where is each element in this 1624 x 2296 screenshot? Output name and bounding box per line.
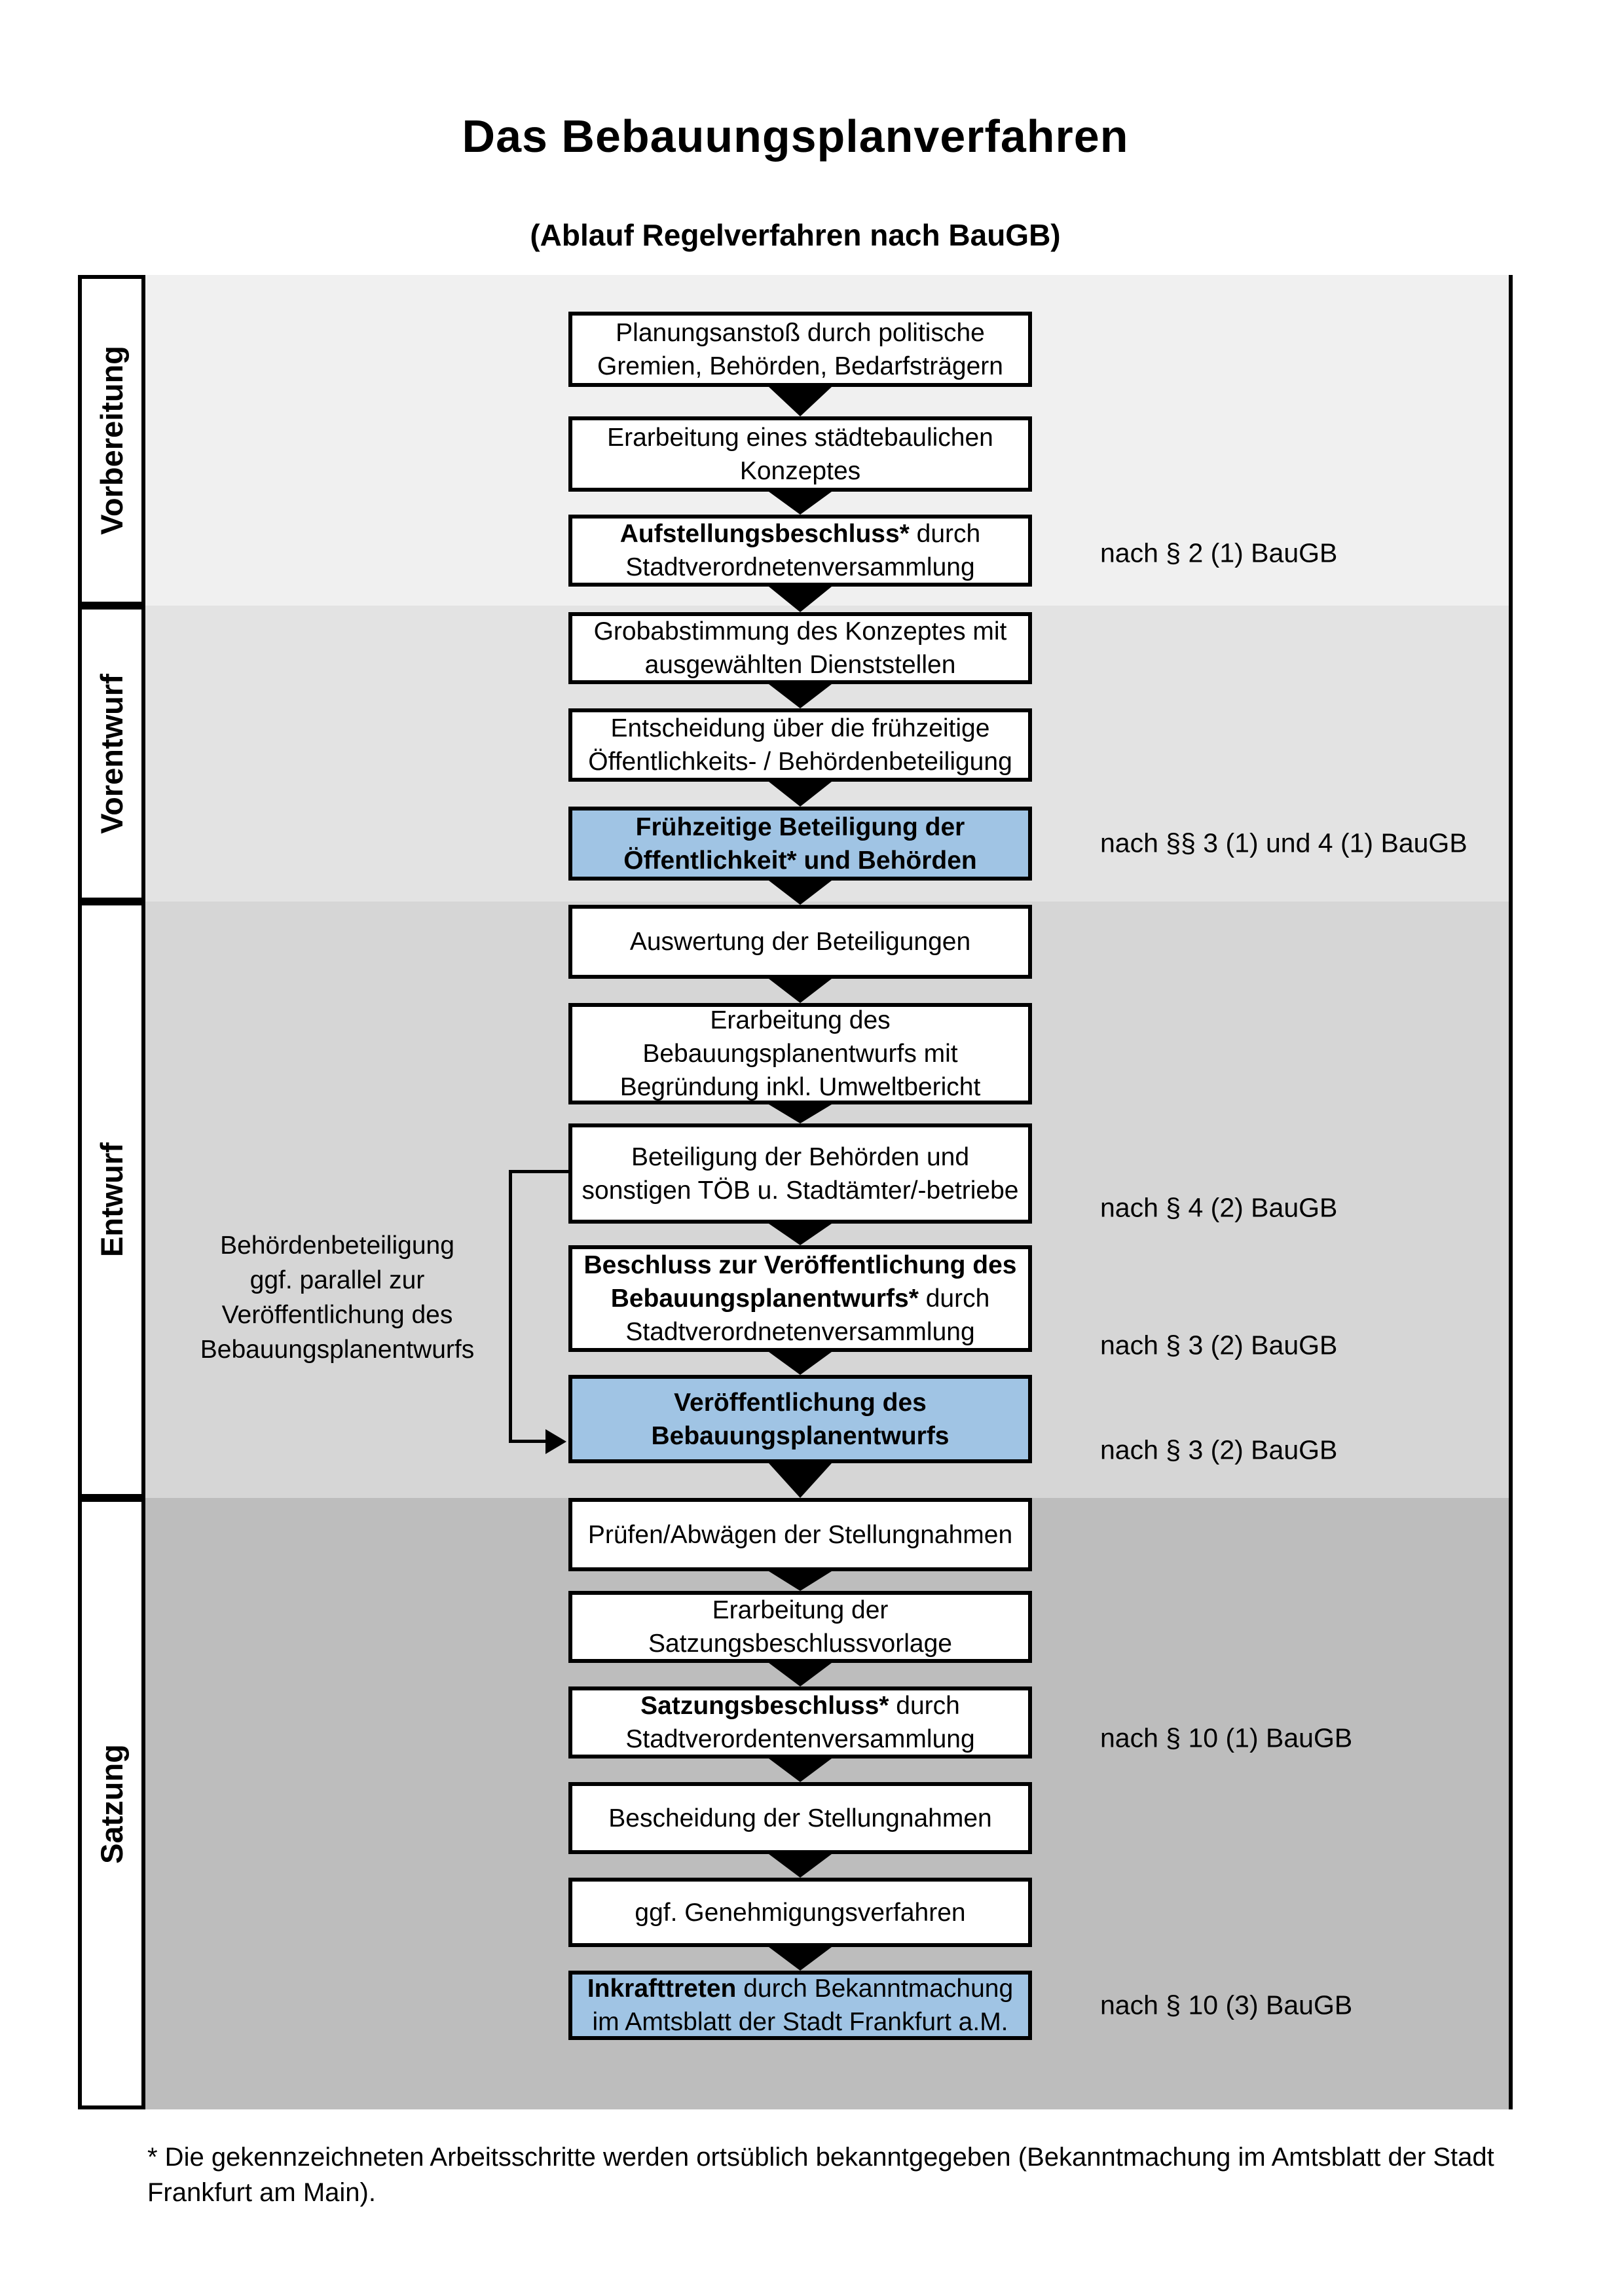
flow-arrow-down-icon [769,1104,832,1123]
flow-box-text-line: Bescheidung der Stellungnahmen [608,1804,992,1832]
flow-box-text-line: Beteiligung der Behörden und [631,1142,970,1171]
flow-box-17: Inkrafttreten durch Bekanntmachung im Amt… [568,1971,1032,2040]
footnote-line-2: Frankfurt am Main). [147,2178,376,2207]
flow-box-text-line: Veröffentlichung des [674,1388,927,1417]
flow-arrow-down-icon [769,1758,832,1782]
flow-box-text-line: sonstigen TÖB u. Stadtämter/-betriebe [581,1176,1019,1205]
sidebar-section-entwurf: Entwurf [78,902,145,1498]
sidebar-section-label: Vorentwurf [94,673,130,834]
legal-reference: nach §§ 3 (1) und 4 (1) BauGB [1100,828,1467,858]
parallel-connector-bottom-line [509,1440,549,1443]
side-note-line: Behördenbeteiligung [220,1231,454,1260]
page-title: Das Bebauungsplanverfahren [462,111,1129,162]
flow-box-7: Auswertung der Beteiligungen [568,905,1032,979]
flow-box-9: Beteiligung der Behörden und sonstigen TÖ… [568,1123,1032,1224]
flow-box-text-line: Prüfen/Abwägen der Stellungnahmen [587,1520,1013,1549]
footnote-line-1: * Die gekennzeichneten Arbeitsschritte w… [147,2143,1494,2172]
sidebar-section-label: Entwurf [94,1142,130,1257]
flow-box-text-line: Erarbeitung eines städtebaulichen [607,423,993,452]
flow-box-text-line: Gremien, Behörden, Bedarfsträgern [597,352,1003,380]
legal-reference: nach § 2 (1) BauGB [1100,538,1338,568]
flow-box-text-line: Grobabstimmung des Konzeptes mit [593,617,1007,646]
flow-box-text-line: Auswertung der Beteiligungen [629,928,971,956]
flow-box-text-line: Erarbeitung des [710,1006,891,1034]
flow-box-text-line: Bebauungsplanentwurfs [651,1421,950,1450]
sidebar-section-satzung: Satzung [78,1498,145,2109]
parallel-connector-top-line [509,1170,569,1173]
flow-box-text-line: Bebauungsplanentwurfs* durch [610,1285,990,1313]
flow-box-text-line: Bebauungsplanentwurfs mit [642,1040,958,1068]
sidebar-section-vorentwurf: Vorentwurf [78,606,145,902]
flow-arrow-down-icon [769,1854,832,1878]
flow-box-text-line: ggf. Genehmigungsverfahren [635,1898,966,1927]
flow-arrow-down-icon [769,1224,832,1245]
flow-box-15: Bescheidung der Stellungnahmen [568,1782,1032,1854]
flow-box-text-line: Konzeptes [739,456,861,485]
page-subtitle: (Ablauf Regelverfahren nach BauGB) [530,218,1061,252]
flow-box-text-line: Aufstellungsbeschluss* durch [619,520,981,548]
flow-box-text-line: Planungsanstoß durch politische [616,318,985,347]
parallel-connector-arrowhead-icon [545,1429,566,1454]
side-note-line: Bebauungsplanentwurfs [200,1336,475,1364]
flow-arrow-down-icon [769,1947,832,1971]
flow-arrow-down-icon [769,492,832,515]
legal-reference: nach § 4 (2) BauGB [1100,1192,1338,1223]
flow-box-text-line: Stadtverordentenversammlung [625,1725,975,1753]
legal-reference: nach § 3 (2) BauGB [1100,1330,1338,1360]
flow-box-text-line: Inkrafttreten durch Bekanntmachung [587,1975,1014,2003]
legal-reference: nach § 3 (2) BauGB [1100,1434,1338,1465]
flow-box-text-line: Begründung inkl. Umweltbericht [619,1073,981,1101]
legal-reference: nach § 10 (3) BauGB [1100,1990,1353,2020]
flow-box-4: Grobabstimmung des Konzeptes mit ausgewäh… [568,612,1032,684]
parallel-connector-vertical-line [509,1170,512,1443]
flow-box-text-line: Frühzeitige Beteiligung der [635,812,965,841]
legal-reference: nach § 10 (1) BauGB [1100,1722,1353,1753]
flow-box-text-line: Satzungsbeschlussvorlage [648,1630,952,1658]
flow-arrow-down-icon [769,1663,832,1686]
flow-arrow-down-icon [769,1571,832,1591]
side-note-line: Veröffentlichung des [221,1301,453,1329]
flow-arrow-down-icon [769,1352,832,1375]
flow-box-text-line: Stadtverordnetenversammlung [625,1318,975,1346]
flow-arrow-down-icon [769,782,832,807]
flow-box-text-line: Erarbeitung der [712,1596,889,1624]
flow-box-text-line: Satzungsbeschluss* durch [640,1692,960,1720]
flow-box-16: ggf. Genehmigungsverfahren [568,1878,1032,1947]
flow-arrow-down-icon [769,684,832,708]
flow-box-text-line: Öffentlichkeit* und Behörden [623,846,977,875]
sidebar-section-label: Satzung [94,1743,129,1864]
flow-box-12: Prüfen/Abwägen der Stellungnahmen [568,1498,1032,1571]
flow-box-text-line: Beschluss zur Veröffentlichung des [583,1251,1017,1279]
flow-box-text-line: Stadtverordnetenversammlung [625,553,975,581]
side-note: Behördenbeteiligung ggf. parallel zur Ve… [183,1228,491,1367]
flow-box-text-line: im Amtsblatt der Stadt Frankfurt a.M. [592,2008,1008,2036]
sidebar-section-vorbereitung: Vorbereitung [78,275,145,606]
side-note-line: ggf. parallel zur [249,1266,425,1294]
flow-arrow-down-icon [769,387,832,416]
flow-box-text-line: ausgewählten Dienststellen [644,651,956,679]
flow-arrow-down-icon [769,979,832,1003]
flow-box-text-line: Entscheidung über die frühzeitige [610,714,990,742]
flow-arrow-down-icon [769,1463,832,1498]
flow-box-text-line: Öffentlichkeits- / Behördenbeteiligung [588,748,1012,776]
flow-arrow-down-icon [769,587,832,612]
sidebar-section-label: Vorbereitung [94,346,130,535]
flow-arrow-down-icon [769,881,832,905]
